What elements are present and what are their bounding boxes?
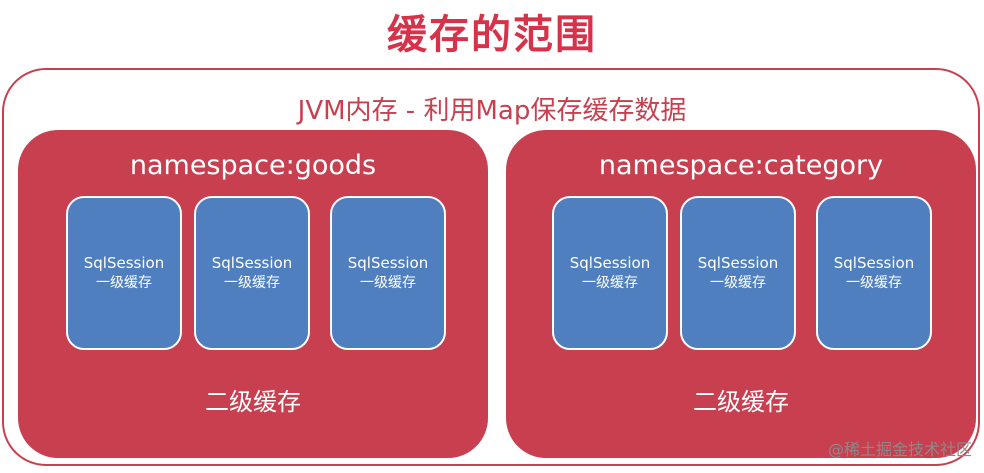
namespace-category-box: namespace:category SqlSession 一级缓存 SqlSe… xyxy=(506,130,976,458)
sqlsession-label: SqlSession xyxy=(347,254,429,272)
sqlsession-label: SqlSession xyxy=(569,254,651,272)
watermark: @稀土掘金技术社区 xyxy=(827,440,972,459)
second-level-cache-label: 二级缓存 xyxy=(693,388,789,416)
sqlsession-box: SqlSession 一级缓存 xyxy=(66,196,182,350)
namespace-goods-box: namespace:goods SqlSession 一级缓存 SqlSessi… xyxy=(18,130,488,458)
diagram-title: 缓存的范围 xyxy=(387,12,597,58)
second-level-cache-label: 二级缓存 xyxy=(205,388,301,416)
namespace-goods-title: namespace:goods xyxy=(129,150,377,181)
first-level-cache-label: 一级缓存 xyxy=(224,275,280,291)
first-level-cache-label: 一级缓存 xyxy=(96,275,152,291)
sqlsession-label: SqlSession xyxy=(833,254,915,272)
sqlsession-box: SqlSession 一级缓存 xyxy=(680,196,796,350)
sqlsession-box: SqlSession 一级缓存 xyxy=(330,196,446,350)
first-level-cache-label: 一级缓存 xyxy=(582,275,638,291)
namespace-category-title: namespace:category xyxy=(598,150,884,181)
sqlsession-box: SqlSession 一级缓存 xyxy=(816,196,932,350)
sqlsession-label: SqlSession xyxy=(211,254,293,272)
sqlsession-box: SqlSession 一级缓存 xyxy=(194,196,310,350)
sqlsession-box: SqlSession 一级缓存 xyxy=(552,196,668,350)
first-level-cache-label: 一级缓存 xyxy=(710,275,766,291)
first-level-cache-label: 一级缓存 xyxy=(846,275,902,291)
sqlsession-label: SqlSession xyxy=(83,254,165,272)
sqlsession-label: SqlSession xyxy=(697,254,779,272)
first-level-cache-label: 一级缓存 xyxy=(360,275,416,291)
jvm-memory-label: JVM内存 - 利用Map保存缓存数据 xyxy=(297,96,687,126)
